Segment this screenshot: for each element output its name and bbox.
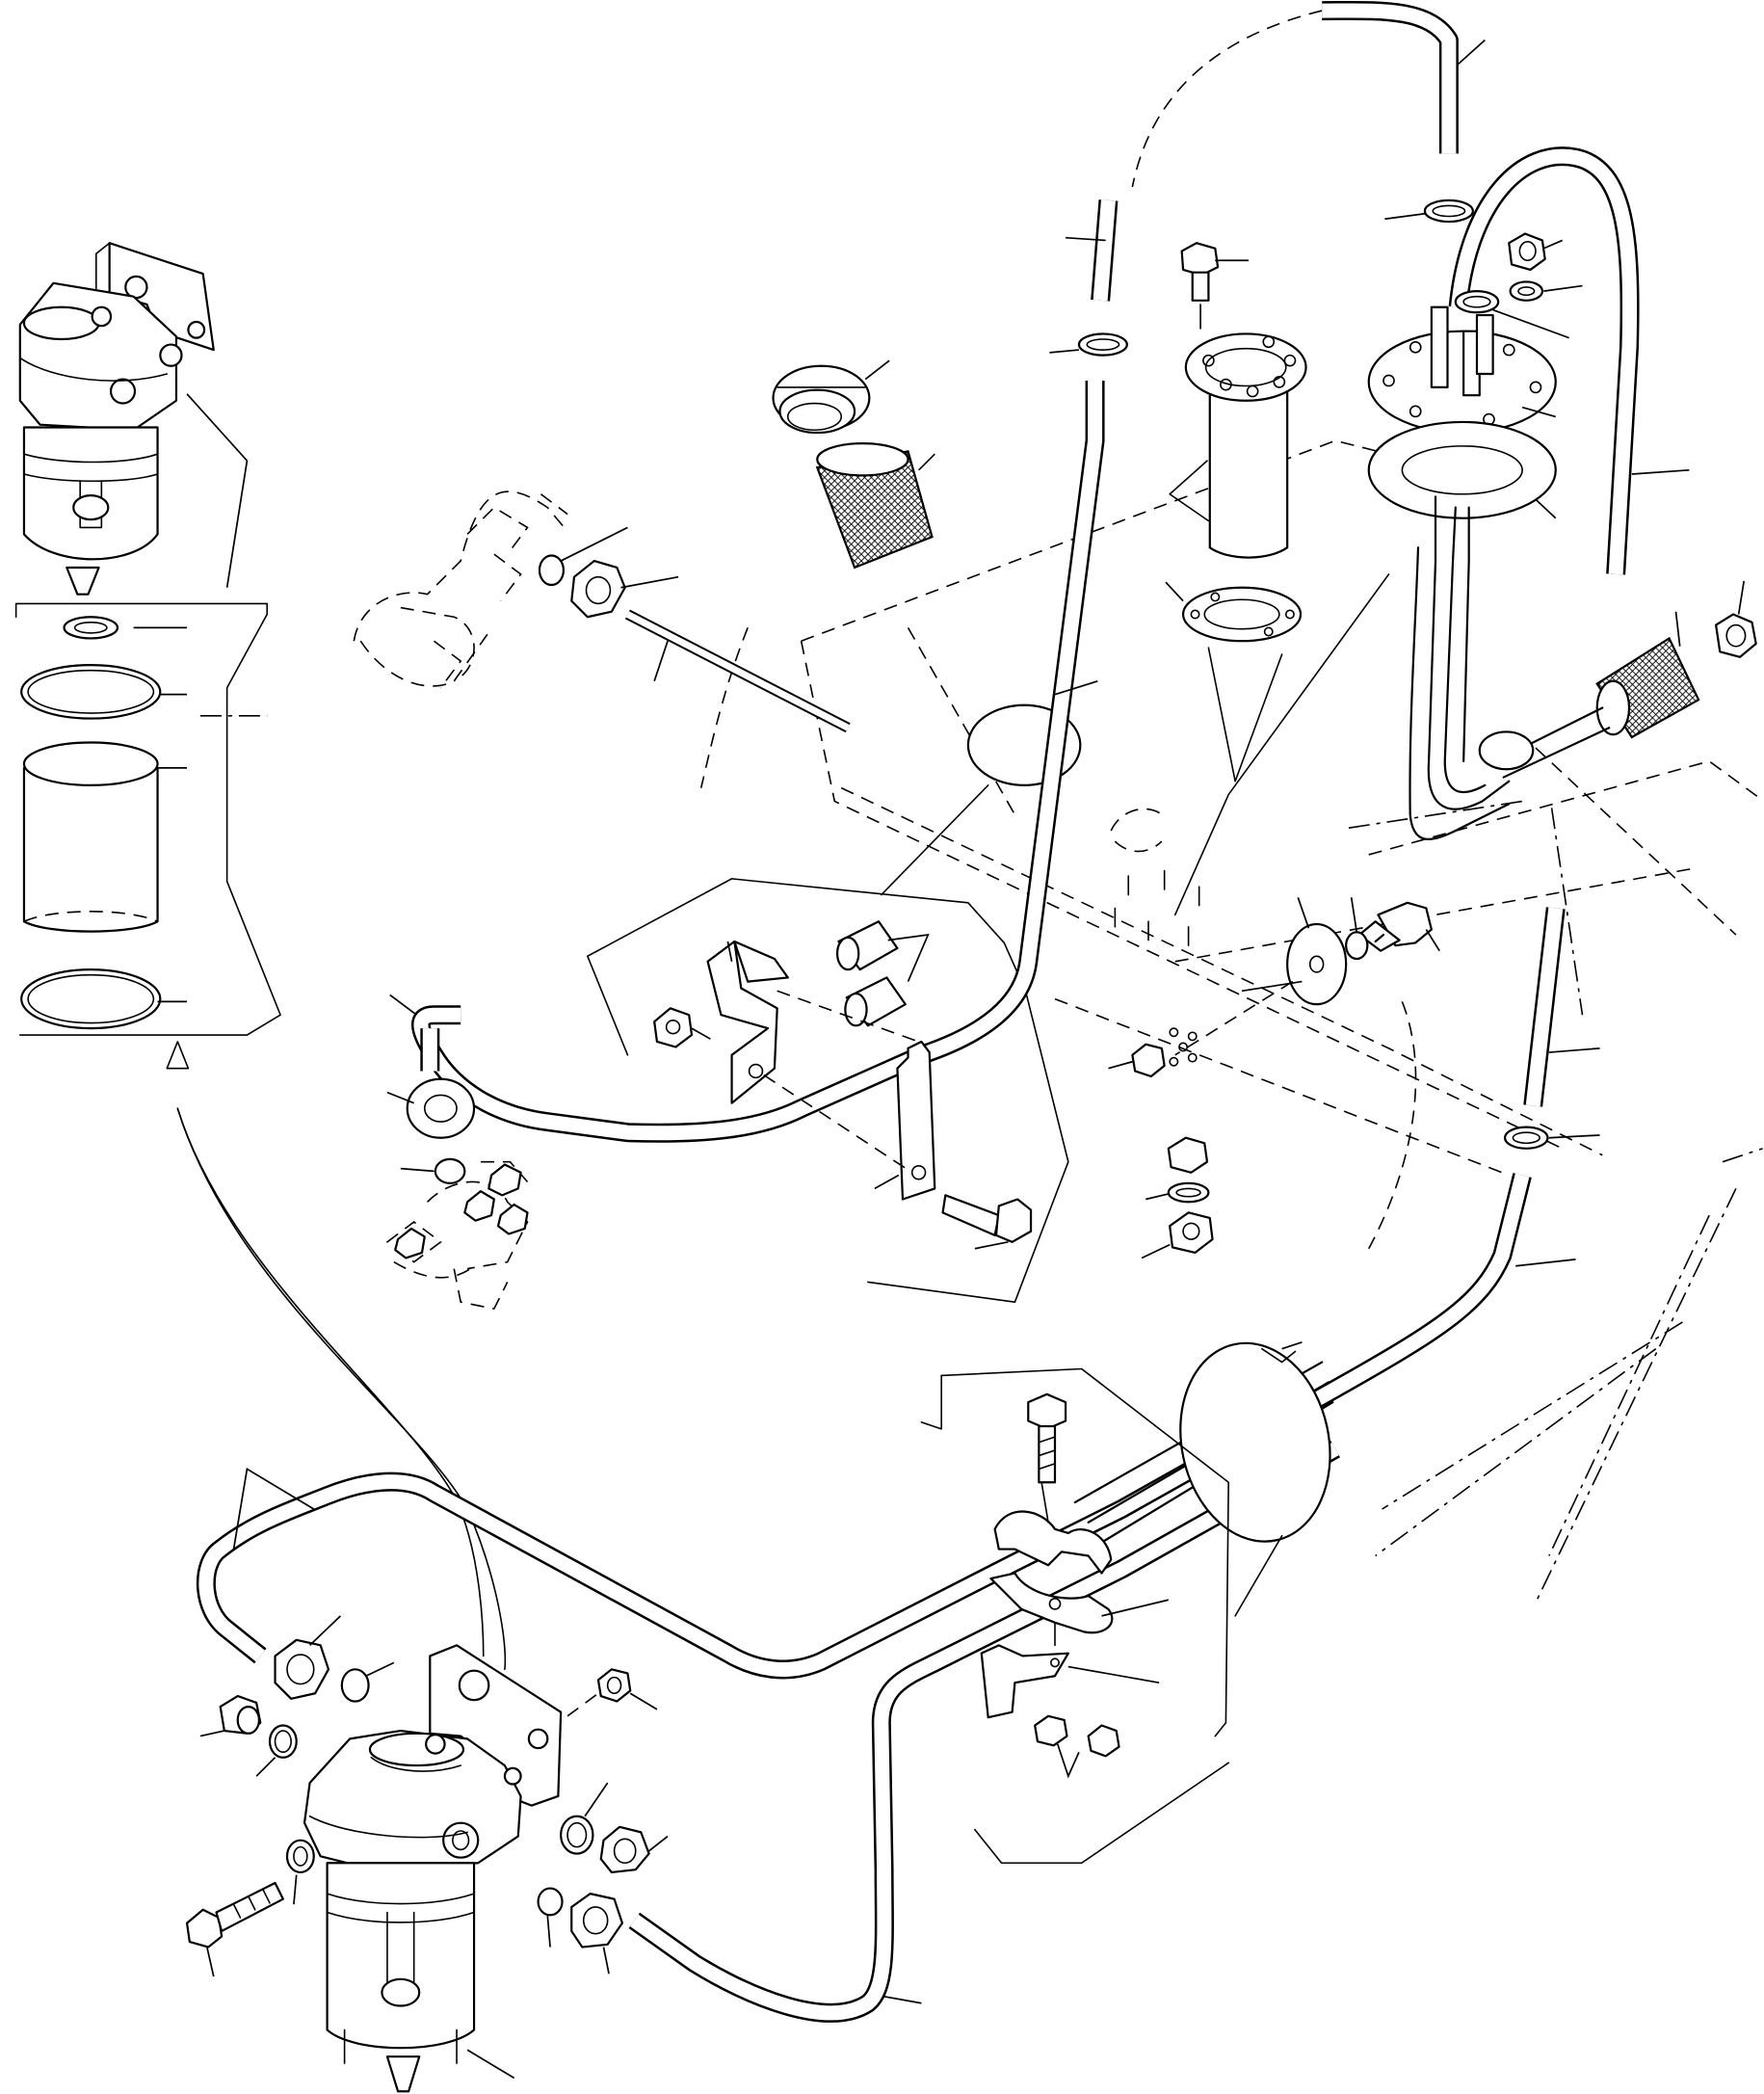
return-line-lower <box>634 1449 1335 2013</box>
feed-line-lower <box>206 1176 1576 1670</box>
clamp-nuts-lower <box>1035 1716 1119 1776</box>
suction-nut <box>1716 581 1756 657</box>
washer-lower-left <box>256 1726 297 1777</box>
washer-right-of-filter <box>561 1783 608 1853</box>
suction-unit-gasket <box>1369 422 1556 518</box>
flange-washer <box>1511 281 1583 300</box>
hose-clamp-upper-left <box>1049 333 1126 355</box>
return-hose-top-right <box>1459 156 1690 574</box>
plug-right-of-filter <box>601 1827 668 1872</box>
nut-top-right-of-filter <box>567 1669 657 1716</box>
sender-gasket <box>1166 582 1301 781</box>
fuel-level-sender <box>1170 333 1305 557</box>
hose-clamp-top-right <box>1456 291 1569 338</box>
clamp-bolt <box>1028 1394 1066 1482</box>
pipe-nut-upper <box>571 561 678 617</box>
injection-pump-phantom-lower <box>387 1079 528 1309</box>
clamp-bracket-lower <box>982 1482 1159 1717</box>
filler-cap <box>774 360 890 433</box>
bracket-nut <box>654 1008 710 1047</box>
sender-screws-phantom <box>1111 574 1388 945</box>
filter-glass-bowl <box>24 743 158 932</box>
sender-bolt <box>1182 243 1249 329</box>
mounting-plate <box>764 991 935 1199</box>
mounting-bolt-lower <box>187 1883 283 1976</box>
fuel-filter-lower <box>304 1645 561 2091</box>
feed-line-upper <box>390 381 1098 1133</box>
banjo-fitting-small-upper <box>540 527 627 585</box>
plug-bolt-lower-left <box>200 1696 260 1736</box>
filter-group-bracket <box>16 394 506 1669</box>
fuel-filter-upper <box>20 243 214 594</box>
banjo-fitting-lower-right <box>539 1889 563 1948</box>
overflow-hose-top <box>1322 11 1485 153</box>
pipe-bracket-upper <box>708 941 788 1103</box>
banjo-fitting-lower-left <box>342 1662 394 1701</box>
tank-grommet-lower <box>921 1329 1348 1863</box>
drain-plug-group <box>1175 897 1439 1055</box>
vent-hose-right <box>1533 908 1599 1105</box>
return-line-upper <box>627 614 848 728</box>
filler-strainer <box>817 443 935 568</box>
fuel-tank-outline <box>200 11 1764 1603</box>
union-nut-lower-left <box>276 1616 341 1699</box>
injection-pump-phantom-upper <box>354 491 567 688</box>
mounting-bolt-middle <box>943 1195 1031 1248</box>
suction-pipes <box>1410 497 1510 839</box>
pipe-clamp <box>990 1512 1168 1633</box>
hose-clamp-right <box>1505 1127 1599 1149</box>
suction-unit-flange <box>1369 307 1556 433</box>
feed-hose-upper <box>1066 200 1108 301</box>
suction-strainer <box>1480 612 1698 778</box>
drain-plug-nut-phantom <box>1108 1028 1196 1076</box>
union-nut-lower-right <box>571 1894 622 1974</box>
washer-left-of-bowl <box>287 1841 314 1905</box>
filter-gasket-small <box>65 617 118 638</box>
spacer-sleeves <box>837 921 928 1025</box>
tank-drain-plug <box>1142 1138 1212 1259</box>
hose-clamp-top <box>1384 200 1472 222</box>
flange-nut <box>1509 234 1562 270</box>
filter-o-ring-lower <box>21 969 160 1028</box>
filter-o-ring-upper <box>21 665 160 718</box>
